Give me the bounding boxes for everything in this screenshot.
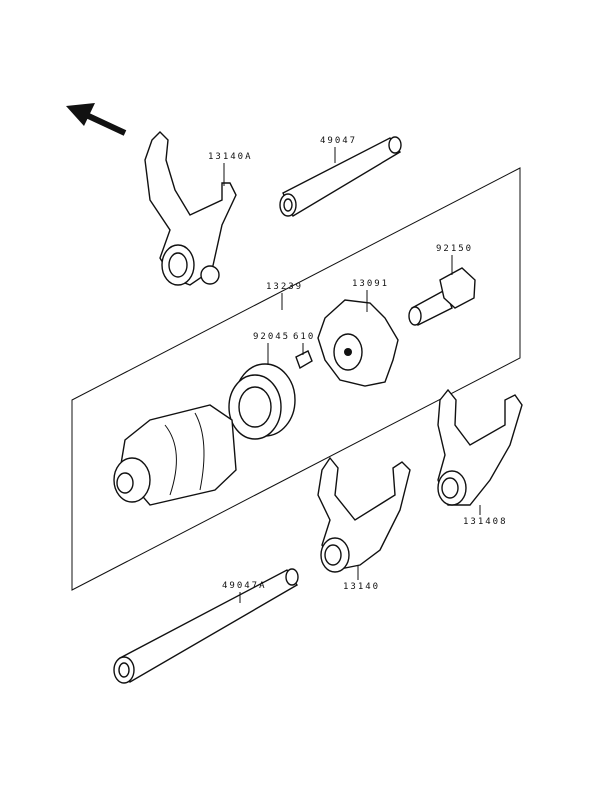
bolt-92150 — [408, 267, 476, 326]
label-13239: 13239 — [266, 282, 304, 292]
fork-13140B — [437, 388, 523, 506]
shaft-49047A — [113, 568, 299, 684]
arrow-up-left-icon — [66, 103, 127, 136]
leader-lines — [223, 147, 481, 603]
label-610: 610 — [293, 332, 316, 342]
fork-13140 — [317, 456, 411, 573]
label-13091: 13091 — [352, 279, 390, 289]
pin-610 — [295, 350, 313, 370]
label-13140B: 131408 — [463, 517, 508, 527]
label-92150: 92150 — [436, 244, 474, 254]
fork-13140A — [144, 131, 237, 286]
shaft-49047 — [279, 136, 402, 218]
pin-holder-13091 — [317, 299, 399, 387]
bearing-92045 — [228, 363, 296, 440]
shift-drum — [113, 404, 237, 506]
label-13140A: 13140A — [208, 152, 253, 162]
label-49047: 49047 — [320, 136, 358, 146]
label-13140: 13140 — [343, 582, 381, 592]
label-92045: 92045 — [253, 332, 291, 342]
assembly-outline — [71, 167, 521, 591]
label-49047A: 49047A — [222, 581, 267, 591]
